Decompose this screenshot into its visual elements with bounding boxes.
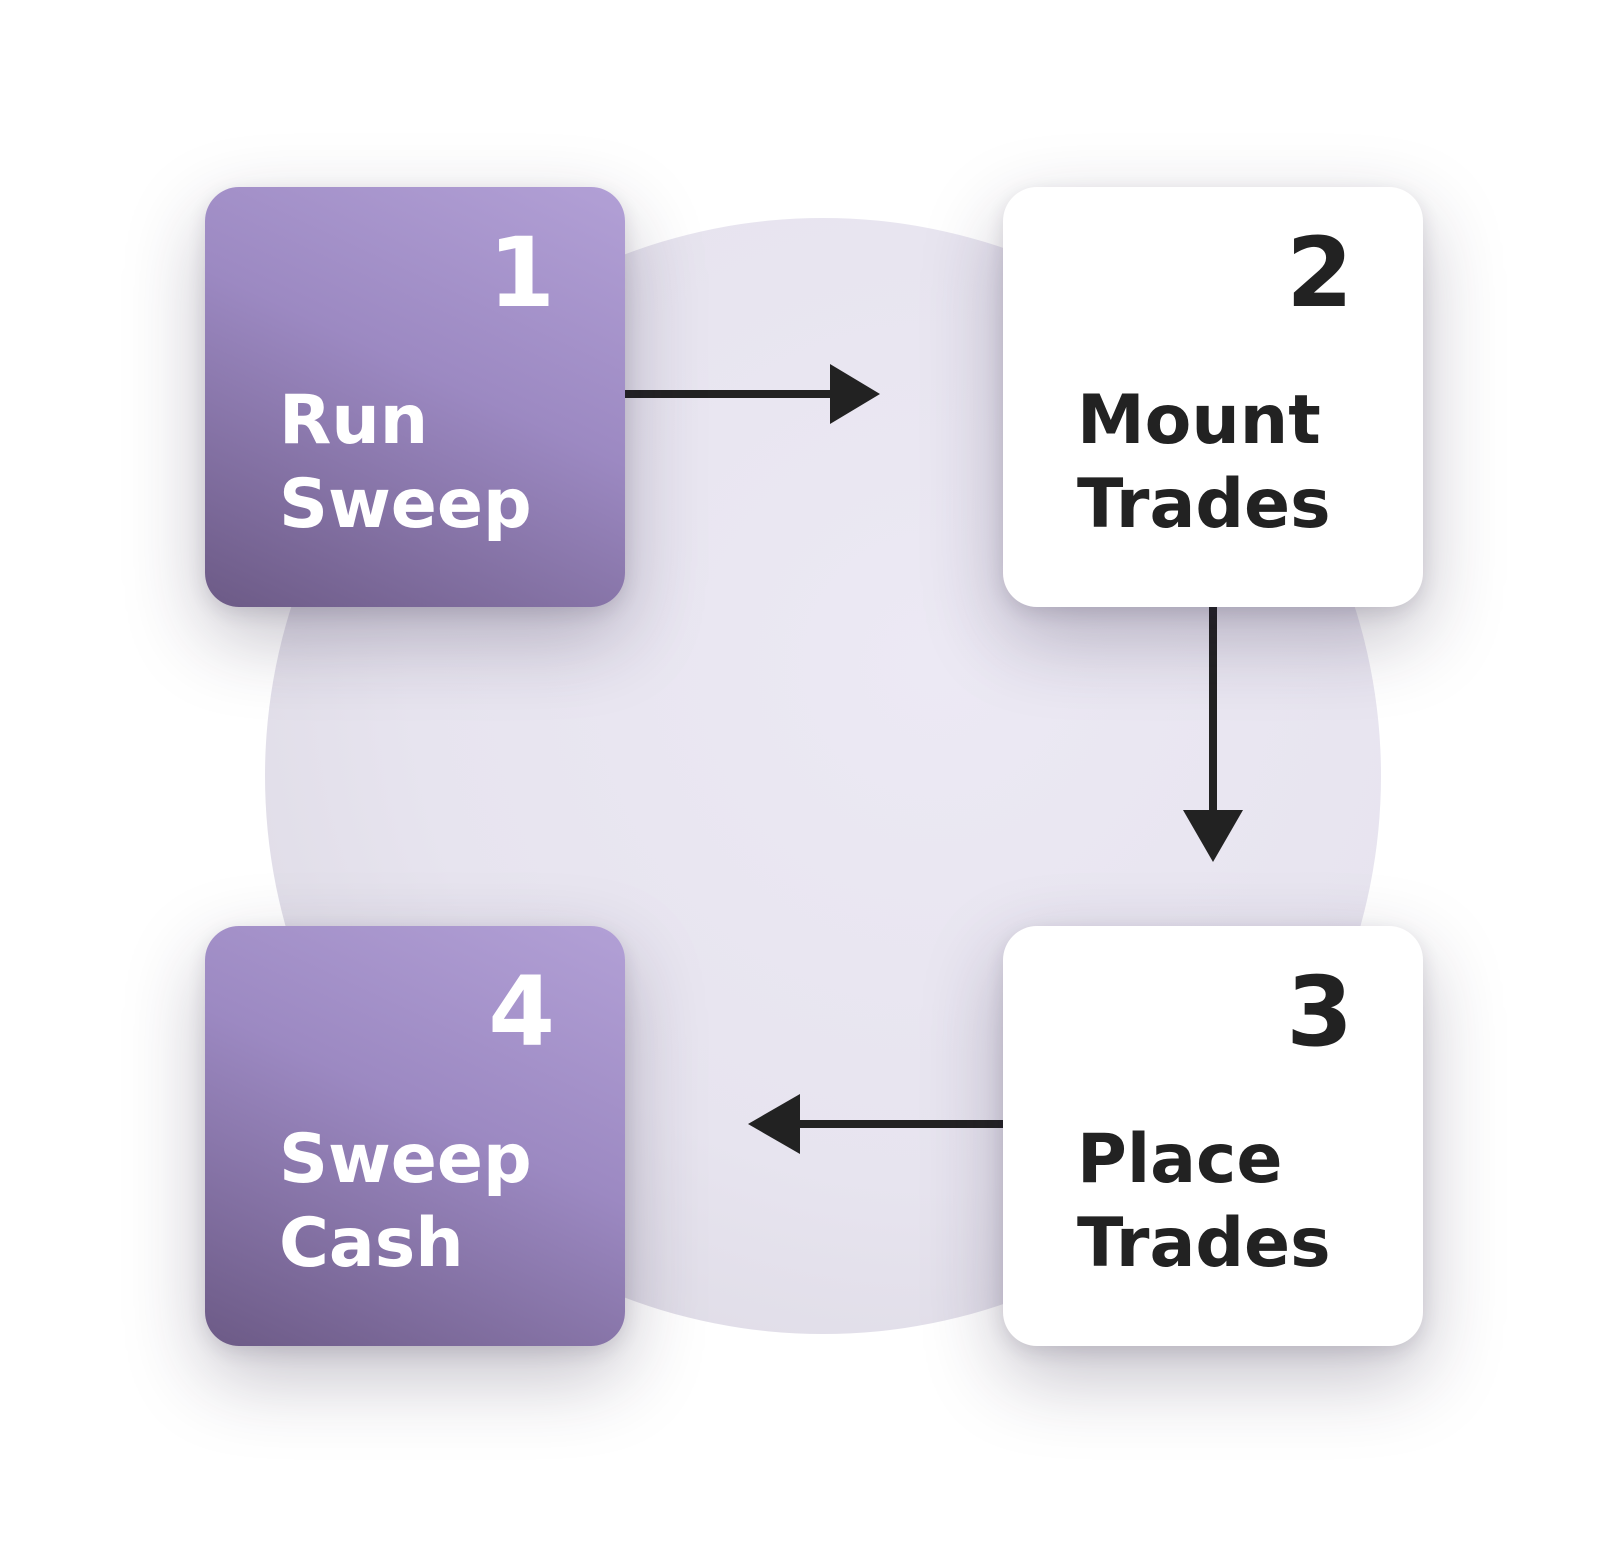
step-number: 2 <box>1286 217 1353 329</box>
step-card-4: 4 Sweep Cash <box>205 926 625 1346</box>
step-card-3: 3 Place Trades <box>1003 926 1423 1346</box>
step-label-line: Trades <box>1077 1204 1331 1283</box>
step-card-2: 2 Mount Trades <box>1003 187 1423 607</box>
step-number: 3 <box>1286 956 1353 1068</box>
arrow-2-to-3 <box>1183 607 1243 862</box>
step-label: Place Trades <box>1077 1118 1331 1286</box>
step-label: Mount Trades <box>1077 379 1331 547</box>
arrow-3-to-4 <box>748 1094 1003 1154</box>
step-card-1: 1 Run Sweep <box>205 187 625 607</box>
step-label-line: Place <box>1077 1120 1283 1199</box>
step-number: 4 <box>488 956 555 1068</box>
step-label: Run Sweep <box>279 379 532 547</box>
step-label-line: Cash <box>279 1204 464 1283</box>
arrow-1-to-2 <box>625 364 880 424</box>
step-label-line: Trades <box>1077 465 1331 544</box>
step-number: 1 <box>488 217 555 329</box>
step-label-line: Run <box>279 381 429 460</box>
step-label-line: Sweep <box>279 1120 532 1199</box>
step-label-line: Sweep <box>279 465 532 544</box>
step-label: Sweep Cash <box>279 1118 532 1286</box>
step-label-line: Mount <box>1077 381 1321 460</box>
